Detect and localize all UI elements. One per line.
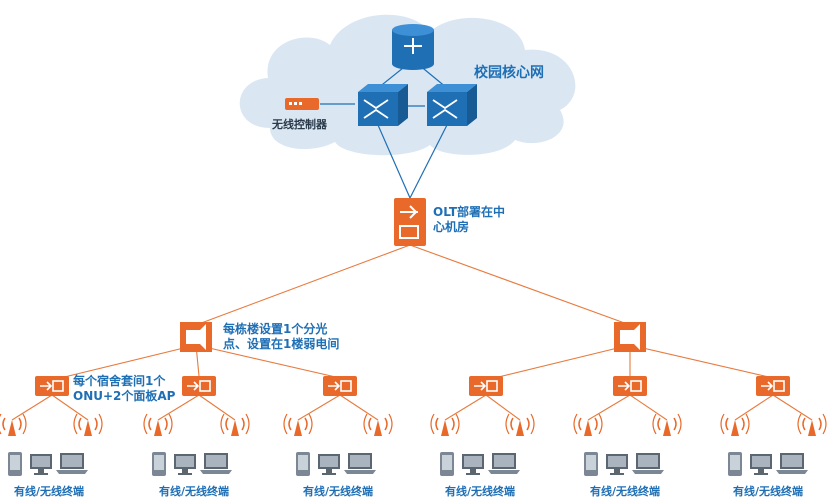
mobile-phone-icon (8, 452, 22, 476)
terminal-label: 有线/无线终端 (14, 485, 85, 498)
core-switch-left-icon (358, 84, 408, 126)
onu-label-line2: ONU+2个面板AP (73, 389, 176, 403)
terminal-label: 有线/无线终端 (733, 485, 804, 498)
onu-icon (323, 376, 357, 396)
desktop-computer-icon (174, 454, 196, 475)
onu-icon (35, 376, 69, 396)
laptop-icon (776, 453, 808, 474)
olt-label-line2: 心机房 (433, 220, 470, 234)
onu-label-line1: 每个宿舍套间1个 (73, 374, 166, 388)
mobile-phone-icon (296, 452, 310, 476)
desktop-computer-icon (30, 454, 52, 475)
panel-ap-icon (430, 413, 460, 436)
terminal-label: 有线/无线终端 (303, 485, 374, 498)
laptop-icon (200, 453, 232, 474)
splitter-left-icon (180, 322, 212, 352)
splitter-label-line2: 点、设置在1楼弱电间 (223, 337, 340, 351)
panel-ap-icon (363, 413, 393, 436)
mobile-phone-icon (584, 452, 598, 476)
onu-icon (756, 376, 790, 396)
core-router-icon (392, 24, 434, 70)
terminal-label: 有线/无线终端 (590, 485, 661, 498)
olt-icon (394, 198, 426, 246)
desktop-computer-icon (318, 454, 340, 475)
mobile-phone-icon (728, 452, 742, 476)
splitter-right-icon (614, 322, 646, 352)
laptop-icon (632, 453, 664, 474)
panel-ap-icon (797, 413, 827, 436)
onu-icon (469, 376, 503, 396)
desktop-computer-icon (462, 454, 484, 475)
terminal-label: 有线/无线终端 (445, 485, 516, 498)
mobile-phone-icon (152, 452, 166, 476)
desktop-computer-icon (606, 454, 628, 475)
panel-ap-icon (283, 413, 313, 436)
terminal-label: 有线/无线终端 (159, 485, 230, 498)
splitter-label-line1: 每栋楼设置1个分光 (223, 322, 328, 336)
core-links (320, 59, 448, 199)
laptop-icon (488, 453, 520, 474)
wireless-controller-icon (285, 98, 319, 110)
wireless-controller-label: 无线控制器 (272, 118, 327, 131)
panel-ap-icon (220, 413, 250, 436)
core-switch-right-icon (427, 84, 477, 126)
panel-ap-icon (652, 413, 682, 436)
olt-label-line1: OLT部署在中 (433, 205, 506, 219)
onu-icon (613, 376, 647, 396)
panel-ap-icon (573, 413, 603, 436)
desktop-computer-icon (750, 454, 772, 475)
panel-ap-icon (0, 413, 27, 436)
panel-ap-icon (143, 413, 173, 436)
panel-ap-icon (73, 413, 103, 436)
core-network-label: 校园核心网 (474, 65, 544, 81)
laptop-icon (344, 453, 376, 474)
panel-ap-icon (720, 413, 750, 436)
panel-ap-icon (505, 413, 535, 436)
laptop-icon (56, 453, 88, 474)
mobile-phone-icon (440, 452, 454, 476)
onu-icon (182, 376, 216, 396)
